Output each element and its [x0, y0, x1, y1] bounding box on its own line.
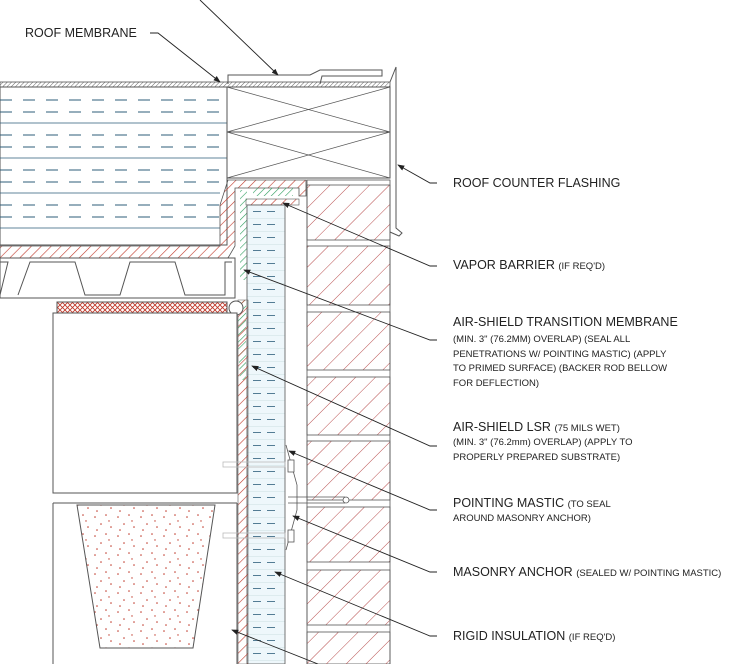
- pointing-mastic-main: POINTING MASTIC: [453, 496, 565, 510]
- transition-membrane-notes: (MIN. 3" (76.2MM) OVERLAP) (SEAL ALL PEN…: [453, 333, 667, 391]
- rigid-insulation-note: (IF REQ'D): [568, 632, 616, 643]
- note-line: (MIN. 3" (76.2mm) OVERLAP) (APPLY TO: [453, 437, 633, 448]
- note-line: PENETRATIONS W/ POINTING MASTIC) (APPLY: [453, 348, 667, 360]
- air-shield-lsr-notes: (MIN. 3" (76.2mm) OVERLAP) (APPLY TO PRO…: [453, 436, 633, 465]
- metal-deck: [0, 257, 236, 299]
- pointing-mastic-note: (TO SEAL: [567, 499, 611, 510]
- label-air-shield-lsr: AIR-SHIELD LSR (75 MILS WET): [453, 420, 620, 436]
- note-line: AROUND MASONRY ANCHOR): [453, 513, 591, 524]
- vapor-barrier-main: VAPOR BARRIER: [453, 258, 555, 272]
- masonry-anchor-main: MASONRY ANCHOR: [453, 565, 573, 579]
- label-rigid-insulation: RIGID INSULATION (IF REQ'D): [453, 629, 615, 645]
- leader-lines: [150, 0, 437, 664]
- note-line: TO PRIMED SURFACE) (BACKER ROD BELLOW: [453, 363, 668, 374]
- air-shield-lsr-note: (75 MILS WET): [554, 423, 620, 434]
- air-shield-lsr: [237, 299, 249, 664]
- label-transition-membrane: AIR-SHIELD TRANSITION MEMBRANE: [453, 315, 678, 329]
- rigid-insulation-main: RIGID INSULATION: [453, 629, 566, 643]
- note-line: PROPERLY PREPARED SUBSTRATE): [453, 451, 621, 463]
- note-line: (MIN. 3" (76.2MM) OVERLAP) (SEAL ALL: [453, 334, 631, 345]
- concrete-beam: [52, 300, 244, 664]
- label-roof-membrane: ROOF MEMBRANE: [25, 26, 137, 40]
- masonry-anchor: [222, 444, 350, 551]
- note-line: FOR DEFLECTION): [453, 377, 540, 389]
- roof-insulation: [0, 86, 228, 246]
- wood-blocking: [226, 86, 391, 179]
- masonry-anchor-note: (SEALED W/ POINTING MASTIC): [576, 568, 722, 579]
- label-roof-counter-flashing: ROOF COUNTER FLASHING: [453, 176, 621, 190]
- label-vapor-barrier: VAPOR BARRIER (IF REQ'D): [453, 258, 605, 274]
- coping-flashing: [227, 69, 383, 85]
- roof-counter-flashing: [389, 66, 403, 237]
- label-masonry-anchor: MASONRY ANCHOR (SEALED W/ POINTING MASTI…: [453, 565, 721, 581]
- rigid-insulation: [246, 204, 286, 664]
- pointing-mastic-notes: AROUND MASONRY ANCHOR): [453, 512, 591, 527]
- brick-veneer: [306, 179, 391, 664]
- air-shield-lsr-main: AIR-SHIELD LSR: [453, 420, 551, 434]
- label-pointing-mastic: POINTING MASTIC (TO SEAL: [453, 496, 611, 512]
- roof-membrane: [0, 81, 391, 88]
- vapor-barrier-note: (IF REQ'D): [558, 261, 606, 272]
